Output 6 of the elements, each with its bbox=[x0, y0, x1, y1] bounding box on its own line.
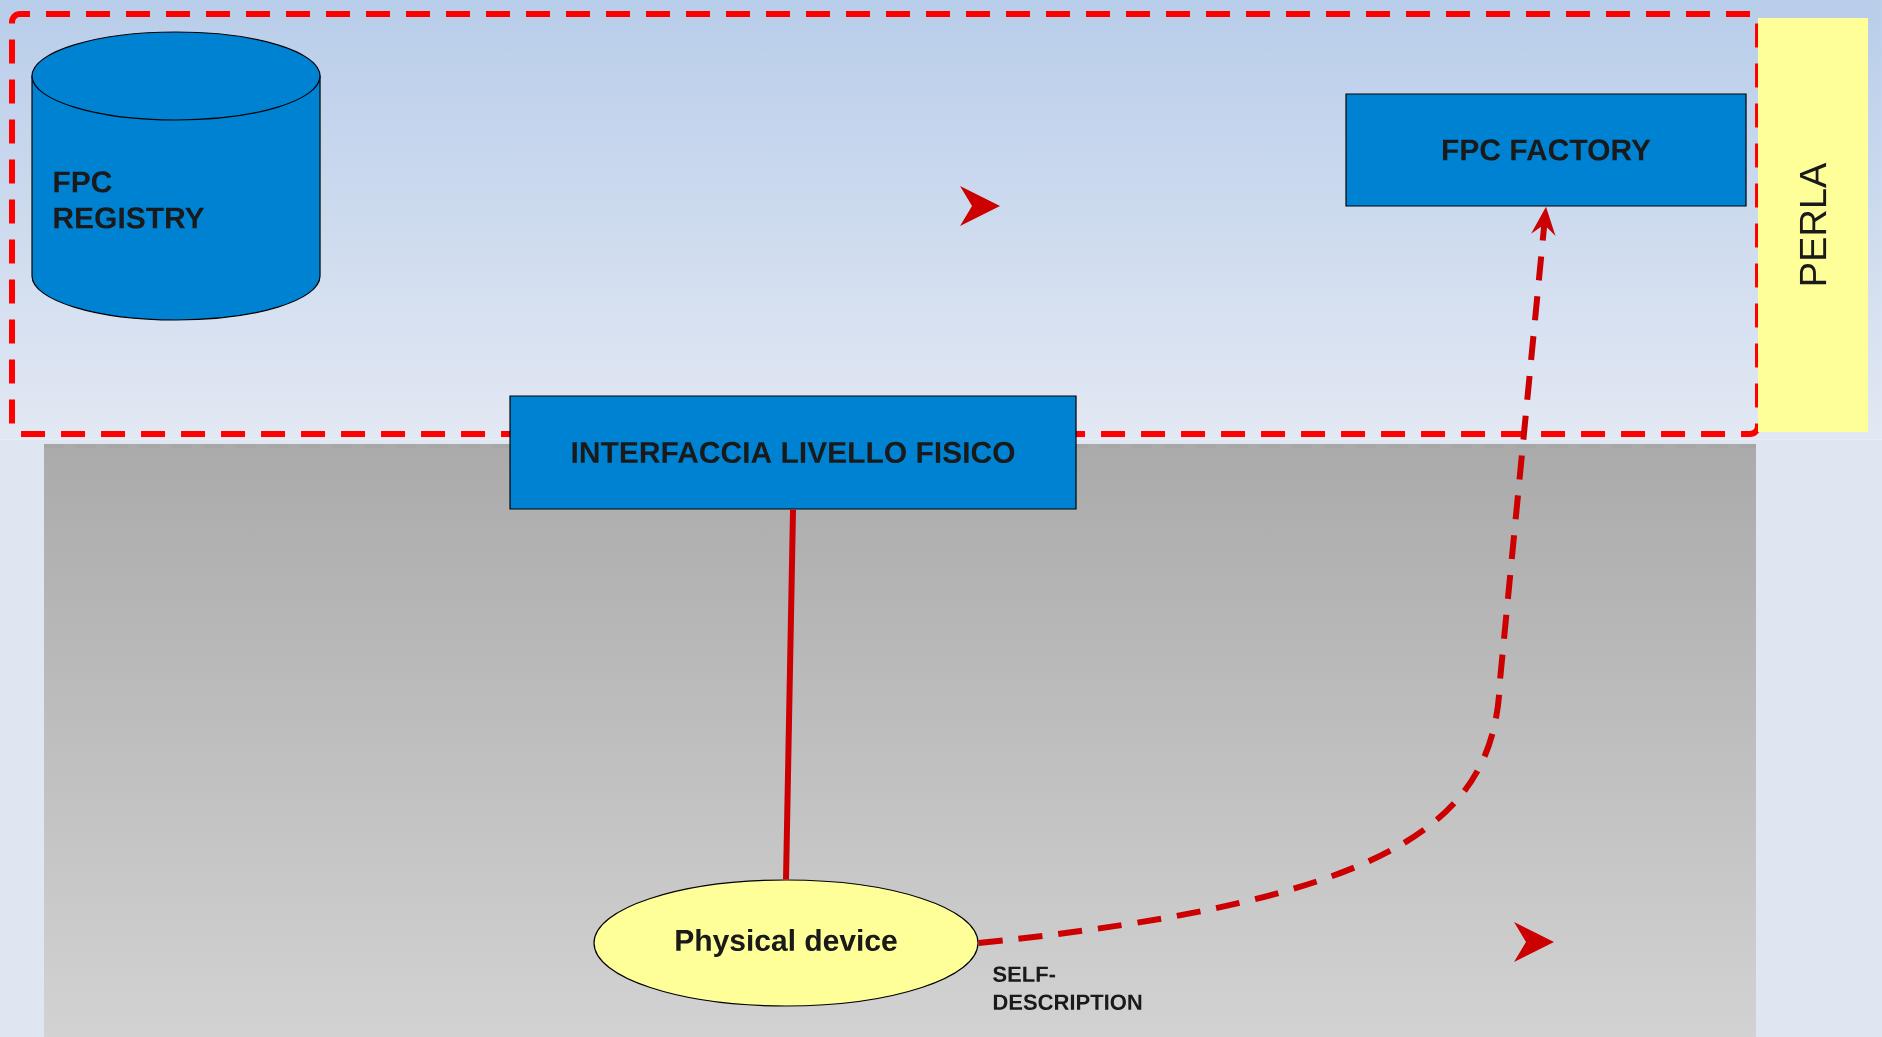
database-cylinder: FPC REGISTRY bbox=[31, 31, 321, 321]
edge-label: SELF-DESCRIPTION bbox=[993, 966, 1142, 1010]
side-label-box: PERLA bbox=[1758, 18, 1868, 432]
process-box: INTERFACCIA LIVELLO FISICO bbox=[509, 395, 1077, 510]
connector bbox=[783, 509, 796, 880]
process-box: FPC FACTORY bbox=[1345, 93, 1747, 207]
